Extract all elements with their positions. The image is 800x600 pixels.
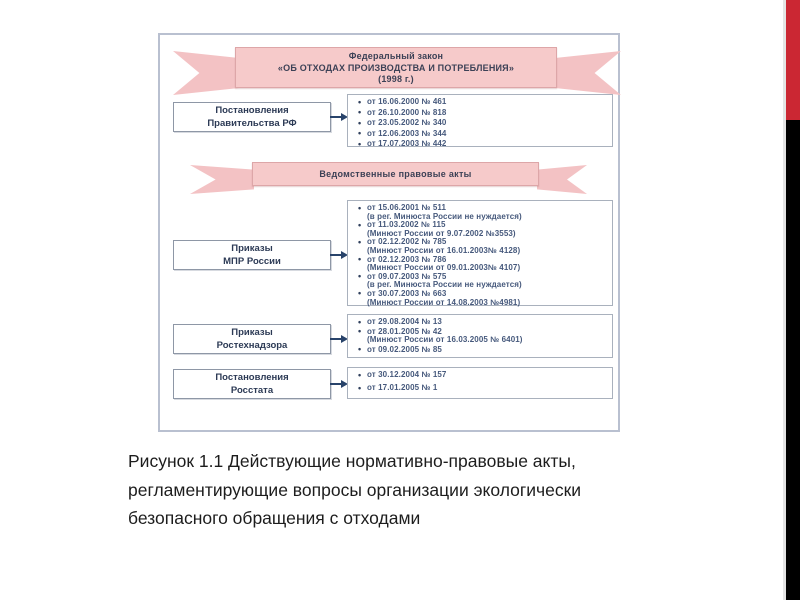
banner-line: (1998 г.) [378, 74, 414, 84]
list-item: от 26.10.2000 № 818 [356, 108, 608, 118]
label-line: Приказы [231, 243, 273, 254]
label-line: МПР России [223, 255, 281, 267]
connector-arrow-icon [330, 113, 348, 121]
banner-federal-law: Федеральный закон «ОБ ОТХОДАХ ПРОИЗВОДСТ… [235, 47, 557, 88]
list-item: от 12.06.2003 № 344 [356, 129, 608, 139]
ribbon1-tail-left-icon [173, 51, 239, 95]
connector-arrow-icon [330, 380, 348, 388]
stripe-edge-line [783, 0, 786, 600]
ribbon2-tail-right-icon [537, 165, 587, 194]
label-line: Правительства РФ [207, 117, 297, 129]
list-item: от 17.01.2005 № 1 [356, 383, 608, 393]
accent-stripe-black [786, 120, 800, 600]
list-item: от 30.12.2004 № 157 [356, 370, 608, 380]
connector-arrow-icon [330, 335, 348, 343]
label-postanovleniya-pravitelstva: Постановления Правительства РФ [173, 102, 331, 132]
list-mpr-orders: от 15.06.2001 № 511(в рег. Минюста Росси… [347, 200, 613, 306]
list-item: от 23.05.2002 № 340 [356, 118, 608, 128]
list-rostekhnadzor-orders: от 29.08.2004 № 13 от 28.01.2005 № 42(Ми… [347, 314, 613, 358]
list-item: от 17.07.2003 № 442 [356, 140, 608, 149]
label-prikazy-mpr: Приказы МПР России [173, 240, 331, 270]
accent-stripe-red [786, 0, 800, 120]
figure-caption: Рисунок 1.1 Действующие нормативно-право… [128, 447, 688, 533]
caption-line: регламентирующие вопросы организации эко… [128, 479, 582, 500]
label-line: Постановления [215, 372, 289, 383]
list-item: от 16.06.2000 № 461 [356, 97, 608, 107]
label-line: Приказы [231, 327, 273, 338]
list-item: от 09.02.2005 № 85 [356, 345, 608, 355]
list-government-decrees: от 16.06.2000 № 461 от 26.10.2000 № 818 … [347, 94, 613, 149]
list-rosstat-resolutions: от 30.12.2004 № 157 от 17.01.2005 № 1 [347, 367, 613, 399]
banner-line: «ОБ ОТХОДАХ ПРОИЗВОДСТВА И ПОТРЕБЛЕНИЯ» [277, 62, 515, 73]
caption-line: Рисунок 1.1 Действующие нормативно-право… [128, 451, 576, 471]
label-line: Ростехнадзора [216, 339, 288, 351]
list-item: от 02.12.2003 № 786(Минюст России от 09.… [356, 255, 608, 273]
banner-line: Федеральный закон [348, 51, 444, 61]
list-item: от 15.06.2001 № 511(в рег. Минюста Росси… [356, 203, 608, 221]
label-prikazy-rostekhnadzora: Приказы Ростехнадзора [173, 324, 331, 354]
connector-arrow-icon [330, 251, 348, 259]
label-line: Росстата [230, 384, 274, 396]
figure-frame: Федеральный закон «ОБ ОТХОДАХ ПРОИЗВОДСТ… [158, 33, 621, 432]
caption-line: безопасного обращения с отходами [128, 508, 421, 528]
list-item: от 28.01.2005 № 42(Минюст России от 16.0… [356, 327, 608, 345]
list-item: от 11.03.2002 № 115(Минюст России от 9.0… [356, 220, 608, 238]
label-line: Постановления [215, 105, 289, 116]
list-item: от 29.08.2004 № 13 [356, 317, 608, 327]
ribbon2-tail-left-icon [190, 165, 254, 194]
banner-departmental-acts: Ведомственные правовые акты [252, 162, 539, 186]
ribbon1-tail-right-icon [555, 51, 621, 95]
list-item: от 09.07.2003 № 575(в рег. Минюста Росси… [356, 272, 608, 290]
list-item: от 02.12.2002 № 785(Минюст России от 16.… [356, 238, 608, 255]
list-item: от 30.07.2003 № 663(Минюст России от 14.… [356, 289, 608, 307]
label-postanovleniya-rosstata: Постановления Росстата [173, 369, 331, 399]
